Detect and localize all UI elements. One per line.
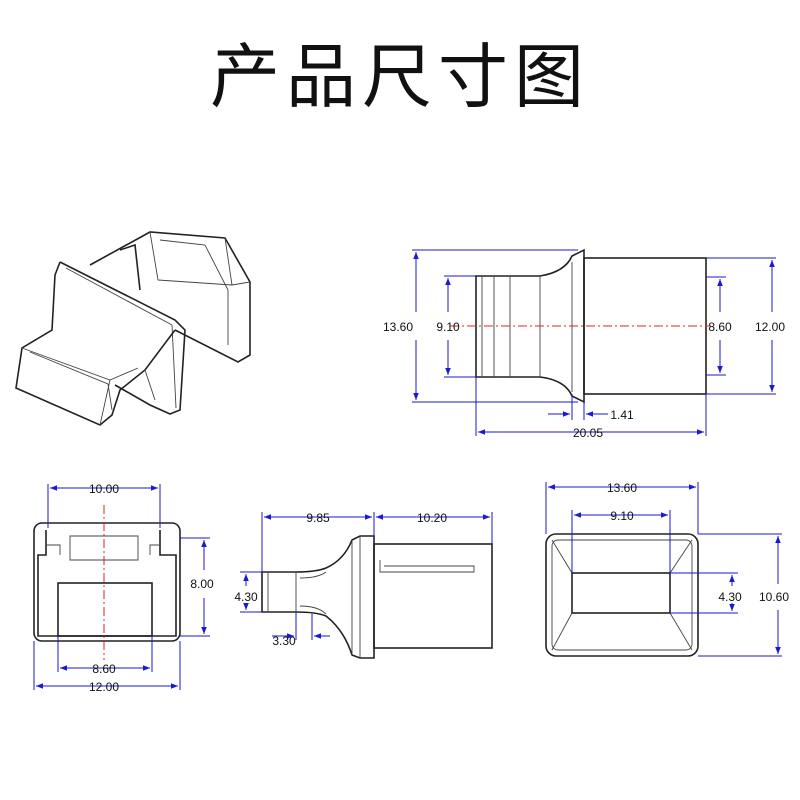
dim-8-60: 8.60 bbox=[708, 320, 732, 334]
rear-view: 13.60 9.10 4.30 10.60 bbox=[545, 481, 789, 657]
dim-13-60: 13.60 bbox=[383, 320, 413, 334]
isometric-view bbox=[15, 231, 251, 426]
dim-1-41: 1.41 bbox=[610, 408, 634, 422]
dim-9-10: 9.10 bbox=[436, 320, 460, 334]
dim-13-60: 13.60 bbox=[607, 481, 637, 495]
dim-12-00: 12.00 bbox=[89, 680, 119, 694]
dim-10-20: 10.20 bbox=[417, 511, 447, 525]
page-title: 产品尺寸图 bbox=[210, 36, 590, 118]
dim-10-60: 10.60 bbox=[759, 590, 789, 604]
dim-8-00: 8.00 bbox=[190, 577, 214, 591]
top-view: 9.85 10.20 4.30 3.30 bbox=[234, 511, 493, 659]
dim-9-85: 9.85 bbox=[306, 511, 330, 525]
dim-3-30: 3.30 bbox=[272, 634, 296, 648]
dim-9-10: 9.10 bbox=[610, 509, 634, 523]
dim-10-00: 10.00 bbox=[89, 482, 119, 496]
dim-4-30: 4.30 bbox=[718, 590, 742, 604]
front-view: 10.00 8.00 8.60 12.00 bbox=[33, 482, 214, 694]
dim-12-00: 12.00 bbox=[755, 320, 785, 334]
dim-4-30: 4.30 bbox=[234, 590, 258, 604]
dim-8-60: 8.60 bbox=[92, 662, 116, 676]
side-view: 13.60 9.10 8.60 12.00 1.41 20.05 bbox=[383, 248, 785, 440]
dim-20-05: 20.05 bbox=[573, 426, 603, 440]
